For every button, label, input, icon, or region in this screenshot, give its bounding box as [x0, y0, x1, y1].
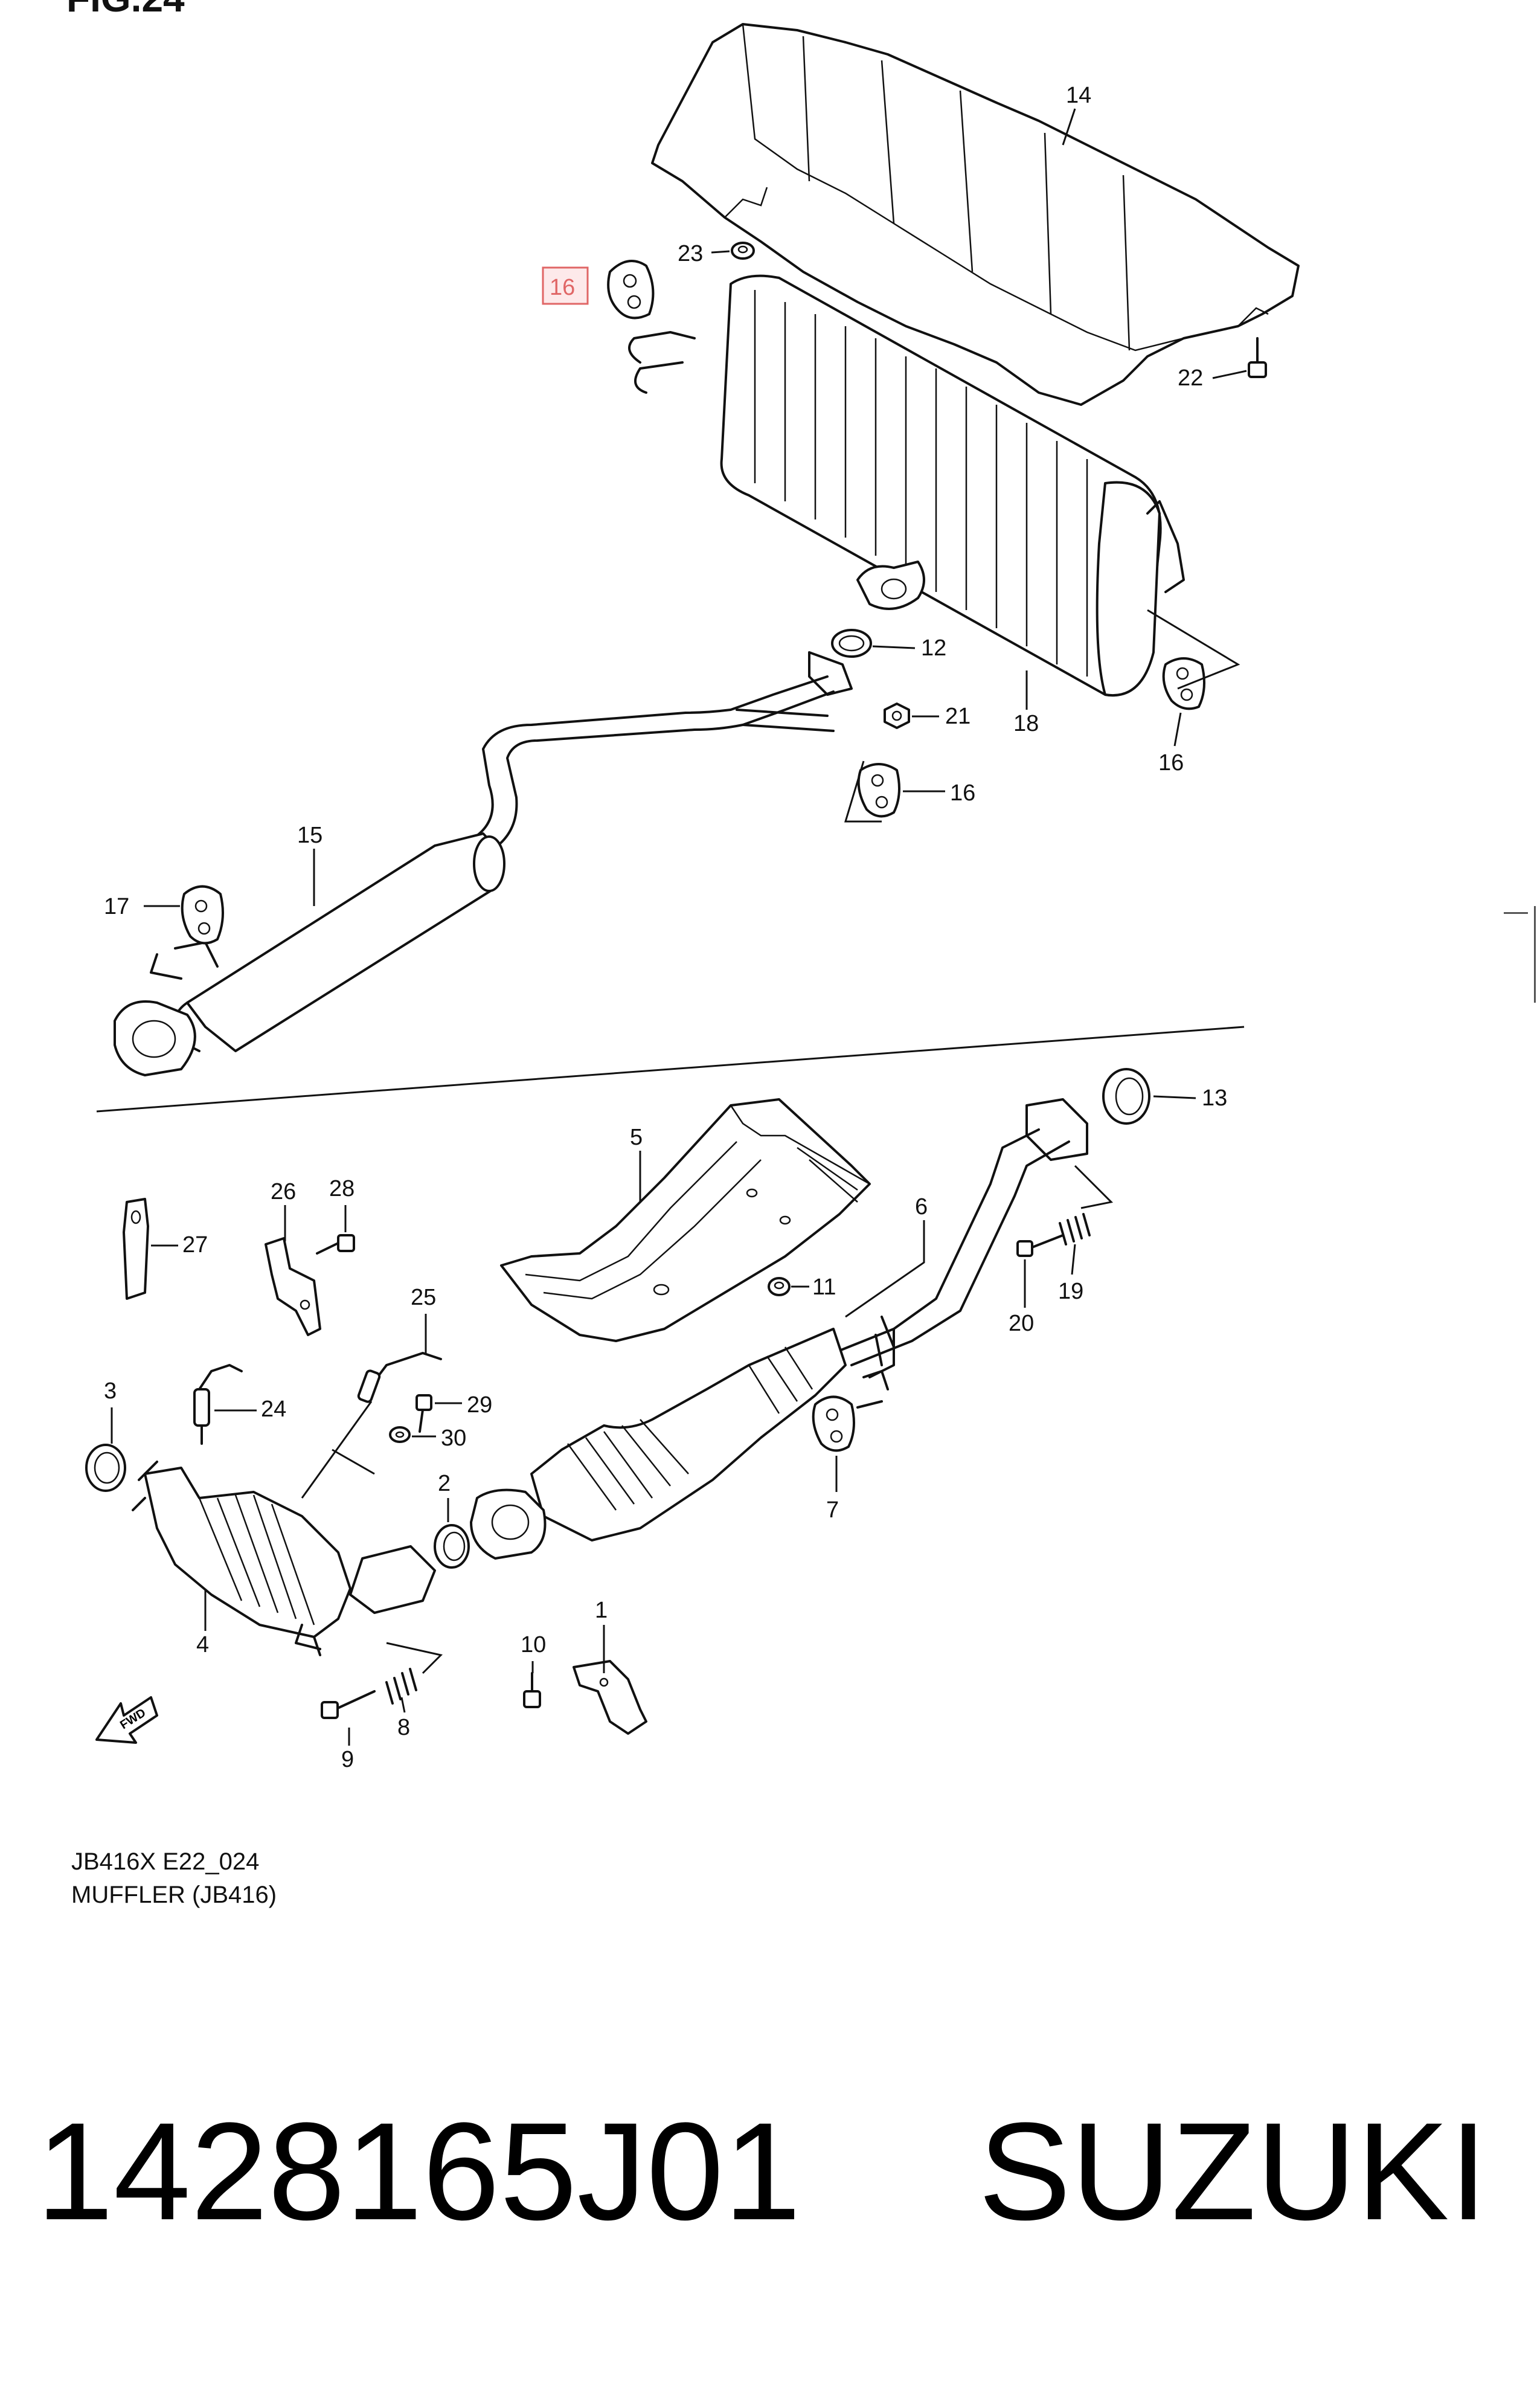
callout-11: 11 [812, 1275, 836, 1300]
diagram-code: JB416X E22_024 [71, 1848, 260, 1875]
exhaust-diagram: 14 23 22 16 18 12 [85, 23, 1300, 1772]
callout-4: 4 [196, 1632, 209, 1657]
callout-20: 20 [1009, 1311, 1034, 1336]
manifold-converter-4[interactable] [132, 1461, 436, 1656]
nut-23[interactable] [731, 242, 755, 260]
gasket-3[interactable] [85, 1444, 126, 1492]
oxygen-sensor-24[interactable] [193, 1364, 243, 1445]
callout-18: 18 [1013, 711, 1039, 736]
center-pipe-15[interactable] [114, 651, 853, 1076]
callout-3: 3 [104, 1378, 117, 1404]
front-pipe-6[interactable] [832, 1098, 1088, 1378]
figure-title: FIG.24 [66, 0, 185, 21]
callout-25: 25 [411, 1285, 436, 1310]
callout-10: 10 [521, 1632, 546, 1657]
callout-8: 8 [397, 1715, 410, 1740]
callout-29: 29 [467, 1392, 492, 1418]
rubber-hanger-17[interactable] [181, 885, 224, 945]
oxygen-sensor-25[interactable] [357, 1352, 442, 1403]
fwd-arrow-icon: FWD [95, 1696, 158, 1744]
edge-tick [1504, 912, 1528, 914]
heat-shield-14[interactable] [651, 23, 1300, 406]
edge-line [1534, 906, 1536, 1003]
callout-13: 13 [1202, 1085, 1227, 1111]
spring-8[interactable] [385, 1668, 417, 1705]
rubber-hanger-16-top[interactable] [607, 260, 655, 320]
part-number: 1428165J01 [36, 2094, 801, 2249]
strap-27[interactable] [123, 1198, 149, 1300]
callout-14: 14 [1066, 83, 1091, 108]
callout-16-center: 16 [950, 780, 975, 806]
callout-23: 23 [678, 241, 703, 266]
callout-24: 24 [261, 1397, 286, 1422]
rubber-hanger-7[interactable] [812, 1370, 889, 1452]
rubber-hanger-16-center[interactable] [857, 763, 900, 818]
bolt-20[interactable] [1016, 1234, 1064, 1257]
spring-19[interactable] [1059, 1213, 1091, 1246]
gasket-2[interactable] [434, 1524, 470, 1569]
callout-7: 7 [826, 1497, 839, 1523]
callout-19: 19 [1058, 1279, 1083, 1304]
outlet-flange[interactable] [856, 561, 925, 610]
callout-28: 28 [329, 1176, 355, 1201]
diagram-name: MUFFLER (JB416) [71, 1882, 277, 1908]
catalytic-converter-mid[interactable] [470, 1328, 847, 1560]
callout-1: 1 [595, 1598, 608, 1623]
callout-5: 5 [630, 1125, 643, 1150]
callout-17: 17 [104, 894, 129, 919]
gasket-13[interactable] [1102, 1068, 1150, 1125]
callout-21: 21 [945, 704, 971, 729]
rubber-hanger-16-right[interactable] [1162, 657, 1205, 710]
brand-name: SUZUKI [978, 2094, 1488, 2249]
callout-26: 26 [271, 1179, 296, 1204]
nut-11[interactable] [768, 1277, 791, 1296]
gasket-12[interactable] [831, 629, 872, 658]
bolt-22[interactable] [1248, 337, 1267, 378]
bracket-26[interactable] [265, 1237, 321, 1336]
callout-2: 2 [438, 1471, 451, 1496]
callout-9: 9 [341, 1747, 354, 1772]
callout-16-highlighted: 16 [550, 275, 575, 300]
main-muffler-18[interactable] [628, 274, 1185, 697]
washer-30[interactable] [389, 1426, 411, 1443]
callout-16-right: 16 [1158, 750, 1184, 776]
bolt-29[interactable] [415, 1394, 432, 1433]
callout-27: 27 [182, 1232, 208, 1258]
callout-22: 22 [1178, 365, 1203, 391]
callout-15: 15 [297, 823, 322, 848]
nut-21[interactable] [884, 702, 910, 729]
callout-12: 12 [921, 635, 946, 661]
callout-6: 6 [915, 1194, 928, 1220]
highlight-box-16 [542, 266, 589, 305]
bolt-28[interactable] [316, 1234, 355, 1255]
heat-shield-5[interactable] [500, 1098, 871, 1342]
bolt-9[interactable] [321, 1690, 376, 1719]
bracket-1[interactable] [573, 1660, 647, 1735]
bolt-10[interactable] [523, 1672, 541, 1708]
callout-30: 30 [441, 1426, 466, 1451]
